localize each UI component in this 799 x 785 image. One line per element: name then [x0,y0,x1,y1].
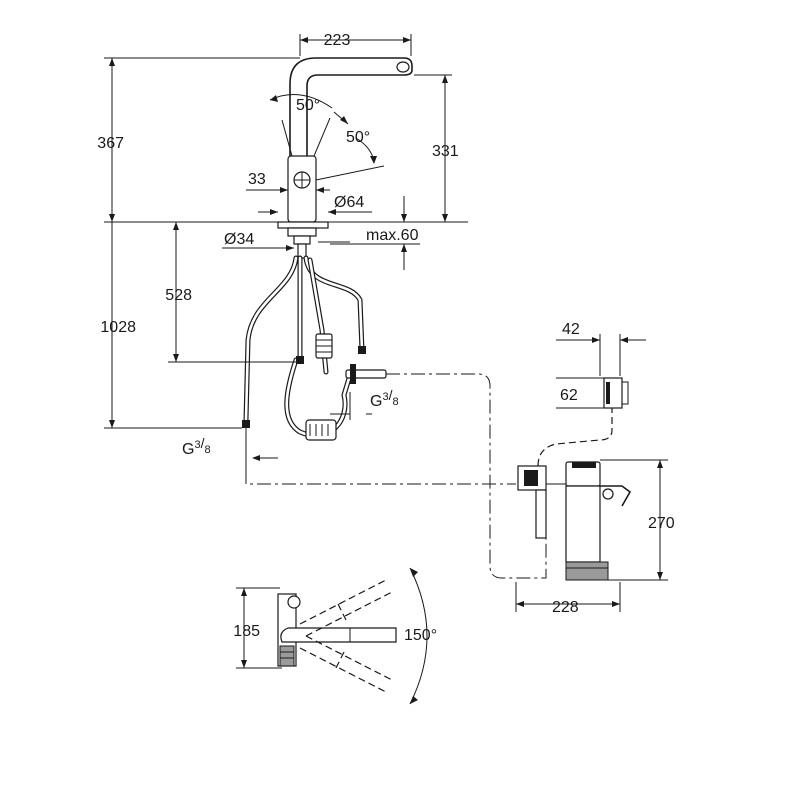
dim-handle-angle-left: 50° [296,97,320,114]
dim-base-diameter: Ø64 [334,194,364,211]
spout-outline [289,57,413,158]
dim-hose-1028: 1028 [100,319,136,336]
filter-cartridge-base [565,561,609,581]
dim-deck-thickness: max.60 [366,227,419,244]
hose-end-right [358,346,366,354]
dim-sensor-width: 42 [562,321,580,338]
spray-head [396,61,410,73]
dim-spout-height: 331 [432,143,459,160]
dim-hose-528: 528 [165,287,192,304]
dim-handle-angle-right: 50° [346,129,370,146]
dimension-lines [104,34,468,470]
swivel-position-lower [299,635,393,693]
swivel-arc [409,567,428,705]
dim-top-view-depth: 185 [233,623,260,640]
dim-spout-reach: 223 [324,32,351,49]
dim-total-height: 367 [97,135,124,152]
handle-lever [313,117,331,157]
handle-angle-arcs [269,94,385,181]
base-plate [277,221,329,229]
hose-end-left [242,420,250,428]
dim-thread-left: G3/8 [182,435,211,458]
top-view-spout [280,627,397,643]
filter-pipe [535,489,547,539]
swivel-position-upper [299,579,393,637]
filter-bracket [600,485,632,507]
faucet-body [287,155,317,223]
dim-hole-diameter: Ø34 [224,231,254,248]
filter-cartridge [565,485,601,563]
connection-lines [245,373,613,579]
filter-dimensions [515,334,668,612]
dim-sensor-height: 62 [560,387,578,404]
faucet-side-view [242,57,413,441]
filter-assembly [517,377,632,581]
dim-swivel-angle: 150° [404,627,437,644]
dimension-labels: 223 367 331 50° 50° 33 Ø64 Ø34 max.60 52… [97,32,675,644]
dim-filter-width: 228 [552,599,579,616]
dim-lever-offset: 33 [248,171,266,188]
faucet-top-view [236,567,428,705]
dim-filter-height: 270 [648,515,675,532]
dim-thread-right: G3/8 [370,387,399,410]
